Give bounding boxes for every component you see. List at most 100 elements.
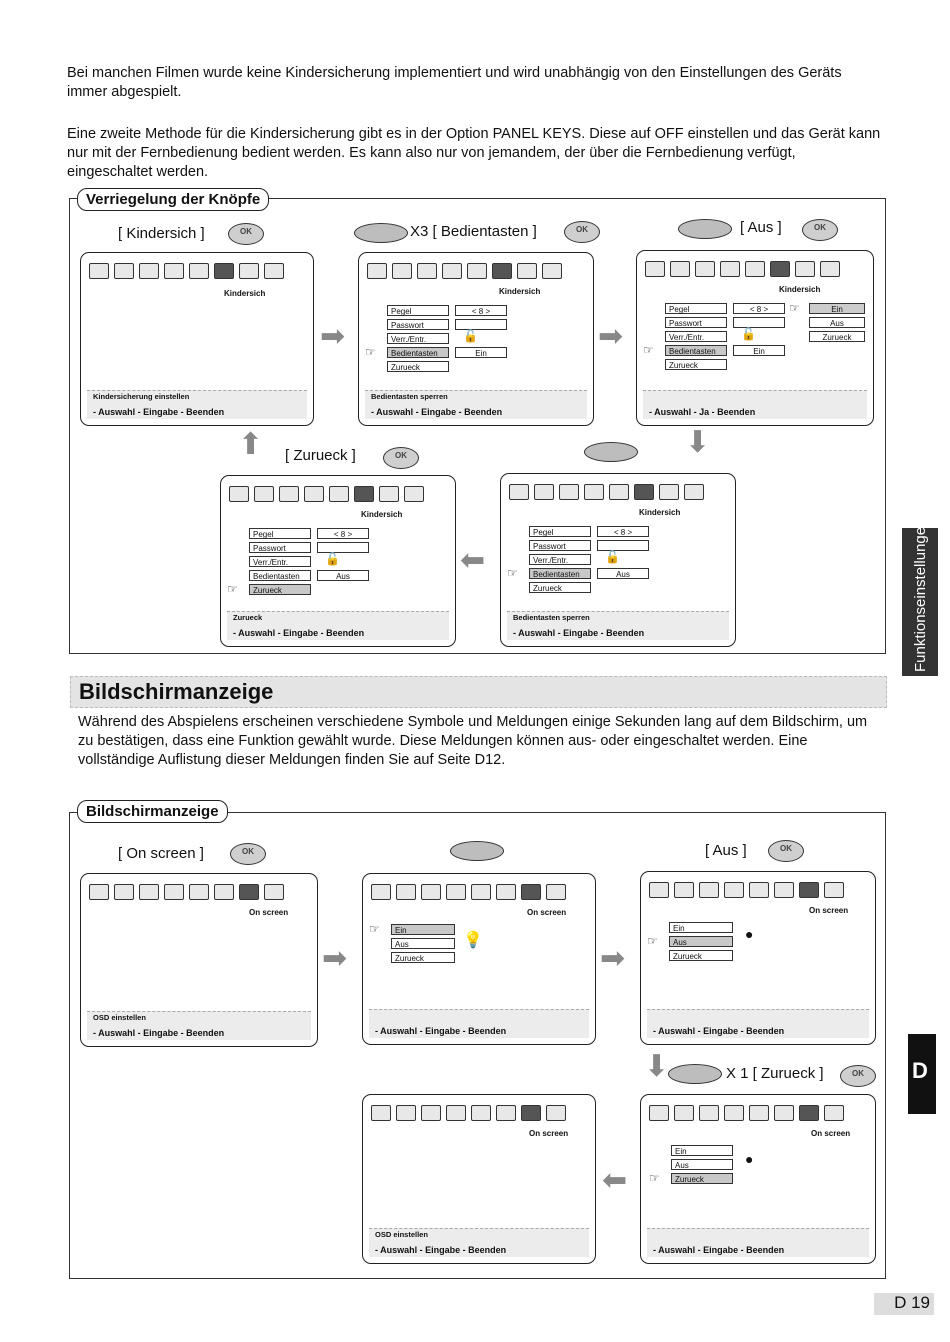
status-bar: - Auswahl - Ja - Beenden: [643, 390, 867, 419]
screen-title: Kindersich: [779, 285, 821, 294]
lock-icon: 🔓: [463, 329, 478, 343]
screen-osd-select: On screen ☞ Ein Aus Zurueck 💡 - Auswahl …: [362, 873, 596, 1045]
osd-icon: [379, 486, 399, 502]
pegel-value: < 8 >: [455, 305, 507, 316]
parental-icon: [214, 884, 234, 900]
audio-icon: [421, 884, 441, 900]
down-arrow-icon: ⬇: [644, 1050, 670, 1083]
ok-button-icon: [768, 840, 804, 862]
parental-icon: [214, 263, 234, 279]
up-arrow-icon: ⬆: [238, 428, 264, 461]
exit-icon: [546, 884, 566, 900]
status-bar: Zurueck - Auswahl - Eingabe - Beenden: [227, 611, 449, 640]
lock-icon: 🔓: [605, 550, 620, 564]
status-text: Zurueck: [233, 613, 263, 622]
osd-icon: [795, 261, 815, 277]
osd-icon: [521, 884, 541, 900]
menu-item-verr: Verr./Entr.: [249, 556, 311, 567]
status-bar: - Auswahl - Eingabe - Beenden: [647, 1228, 869, 1257]
parental-icon: [354, 486, 374, 502]
lightbulb-off-icon: ●: [745, 1151, 754, 1167]
exit-icon: [820, 261, 840, 277]
status-bar: - Auswahl - Eingabe - Beenden: [369, 1009, 589, 1038]
menu-item-passwort: Passwort: [529, 540, 591, 551]
left-arrow-icon: ⬅: [602, 1164, 628, 1197]
popup-option-ein: Ein: [809, 303, 865, 314]
passwort-value: [455, 319, 507, 330]
status-bar: - Auswahl - Eingabe - Beenden: [647, 1009, 869, 1038]
video-icon: [467, 263, 487, 279]
menu-item-pegel: Pegel: [529, 526, 591, 537]
speaker-icon: [724, 1105, 744, 1121]
menu-item-zurueck: Zurueck: [529, 582, 591, 593]
menu-item-pegel: Pegel: [249, 528, 311, 539]
side-tab: Funktionseinstellungen: [902, 519, 938, 676]
intro-paragraph-1: Bei manchen Filmen wurde keine Kindersic…: [67, 65, 842, 100]
video-icon: [471, 1105, 491, 1121]
key-hint: - Auswahl - Eingabe - Beenden: [653, 1245, 785, 1255]
screen-title: Kindersich: [499, 287, 541, 296]
display-icon: [670, 261, 690, 277]
menu-item-passwort: Passwort: [249, 542, 311, 553]
screen-osd-zurueck: On screen Ein Aus ☞ Zurueck ● - Auswahl …: [640, 1094, 876, 1264]
screen-title: Kindersich: [224, 289, 266, 298]
screen-bedientasten-popup: Kindersich Pegel < 8 > Passwort Verr./En…: [636, 250, 874, 426]
speaker-icon: [164, 884, 184, 900]
right-arrow-icon: ➡: [322, 942, 348, 975]
display-icon: [396, 884, 416, 900]
screen-title: Kindersich: [639, 508, 681, 517]
step-label-bedientasten: X3 [ Bedientasten ]: [410, 223, 537, 240]
audio-icon: [699, 1105, 719, 1121]
language-icon: [367, 263, 387, 279]
step-label-x1-zurueck: X 1 [ Zurueck ]: [726, 1065, 824, 1082]
display-icon: [114, 884, 134, 900]
language-icon: [649, 882, 669, 898]
screen-bedientasten-aus: Kindersich Pegel < 8 > Passwort Verr./En…: [500, 473, 736, 647]
bildschirm-paragraph: Während des Abspielens erscheinen versch…: [78, 714, 868, 768]
osd-icon: [799, 882, 819, 898]
language-icon: [89, 884, 109, 900]
video-icon: [471, 884, 491, 900]
panel-keys-section: [69, 198, 886, 654]
ok-button-icon: [802, 219, 838, 241]
chapter-letter: D: [912, 1058, 928, 1083]
status-text: Bedientasten sperren: [513, 613, 590, 622]
popup-option-zurueck: Zurueck: [809, 331, 865, 342]
display-icon: [674, 1105, 694, 1121]
video-icon: [749, 1105, 769, 1121]
menu-item-zurueck: Zurueck: [671, 1173, 733, 1184]
menu-item-bedientasten: Bedientasten: [249, 570, 311, 581]
pegel-value: < 8 >: [597, 526, 649, 537]
down-key-icon: [450, 841, 504, 861]
audio-icon: [417, 263, 437, 279]
menu-item-passwort: Passwort: [387, 319, 449, 330]
osd-icon: [517, 263, 537, 279]
status-text: Bedientasten sperren: [371, 392, 448, 401]
lock-icon: 🔓: [741, 327, 756, 341]
audio-icon: [421, 1105, 441, 1121]
menu-icon-row: [649, 1105, 867, 1127]
screen-kindersich-main: Kindersich Kindersicherung einstellen - …: [80, 252, 314, 426]
osd-icon: [239, 884, 259, 900]
audio-icon: [139, 884, 159, 900]
menu-item-aus: Aus: [669, 936, 733, 947]
exit-icon: [264, 884, 284, 900]
menu-icon-row: [509, 484, 727, 506]
display-icon: [254, 486, 274, 502]
exit-icon: [404, 486, 424, 502]
menu-item-zurueck: Zurueck: [249, 584, 311, 595]
lightbulb-on-icon: 💡: [463, 932, 483, 949]
speaker-icon: [304, 486, 324, 502]
screen-title: Kindersich: [361, 510, 403, 519]
video-icon: [749, 882, 769, 898]
pointer-hand-icon: ☞: [507, 566, 518, 580]
menu-item-verr: Verr./Entr.: [387, 333, 449, 344]
video-icon: [609, 484, 629, 500]
language-icon: [89, 263, 109, 279]
parental-icon: [774, 1105, 794, 1121]
menu-icon-row: [367, 263, 585, 285]
exit-icon: [542, 263, 562, 279]
ok-button-icon: [383, 447, 419, 469]
menu-item-passwort: Passwort: [665, 317, 727, 328]
page-number: D 19: [874, 1293, 934, 1315]
